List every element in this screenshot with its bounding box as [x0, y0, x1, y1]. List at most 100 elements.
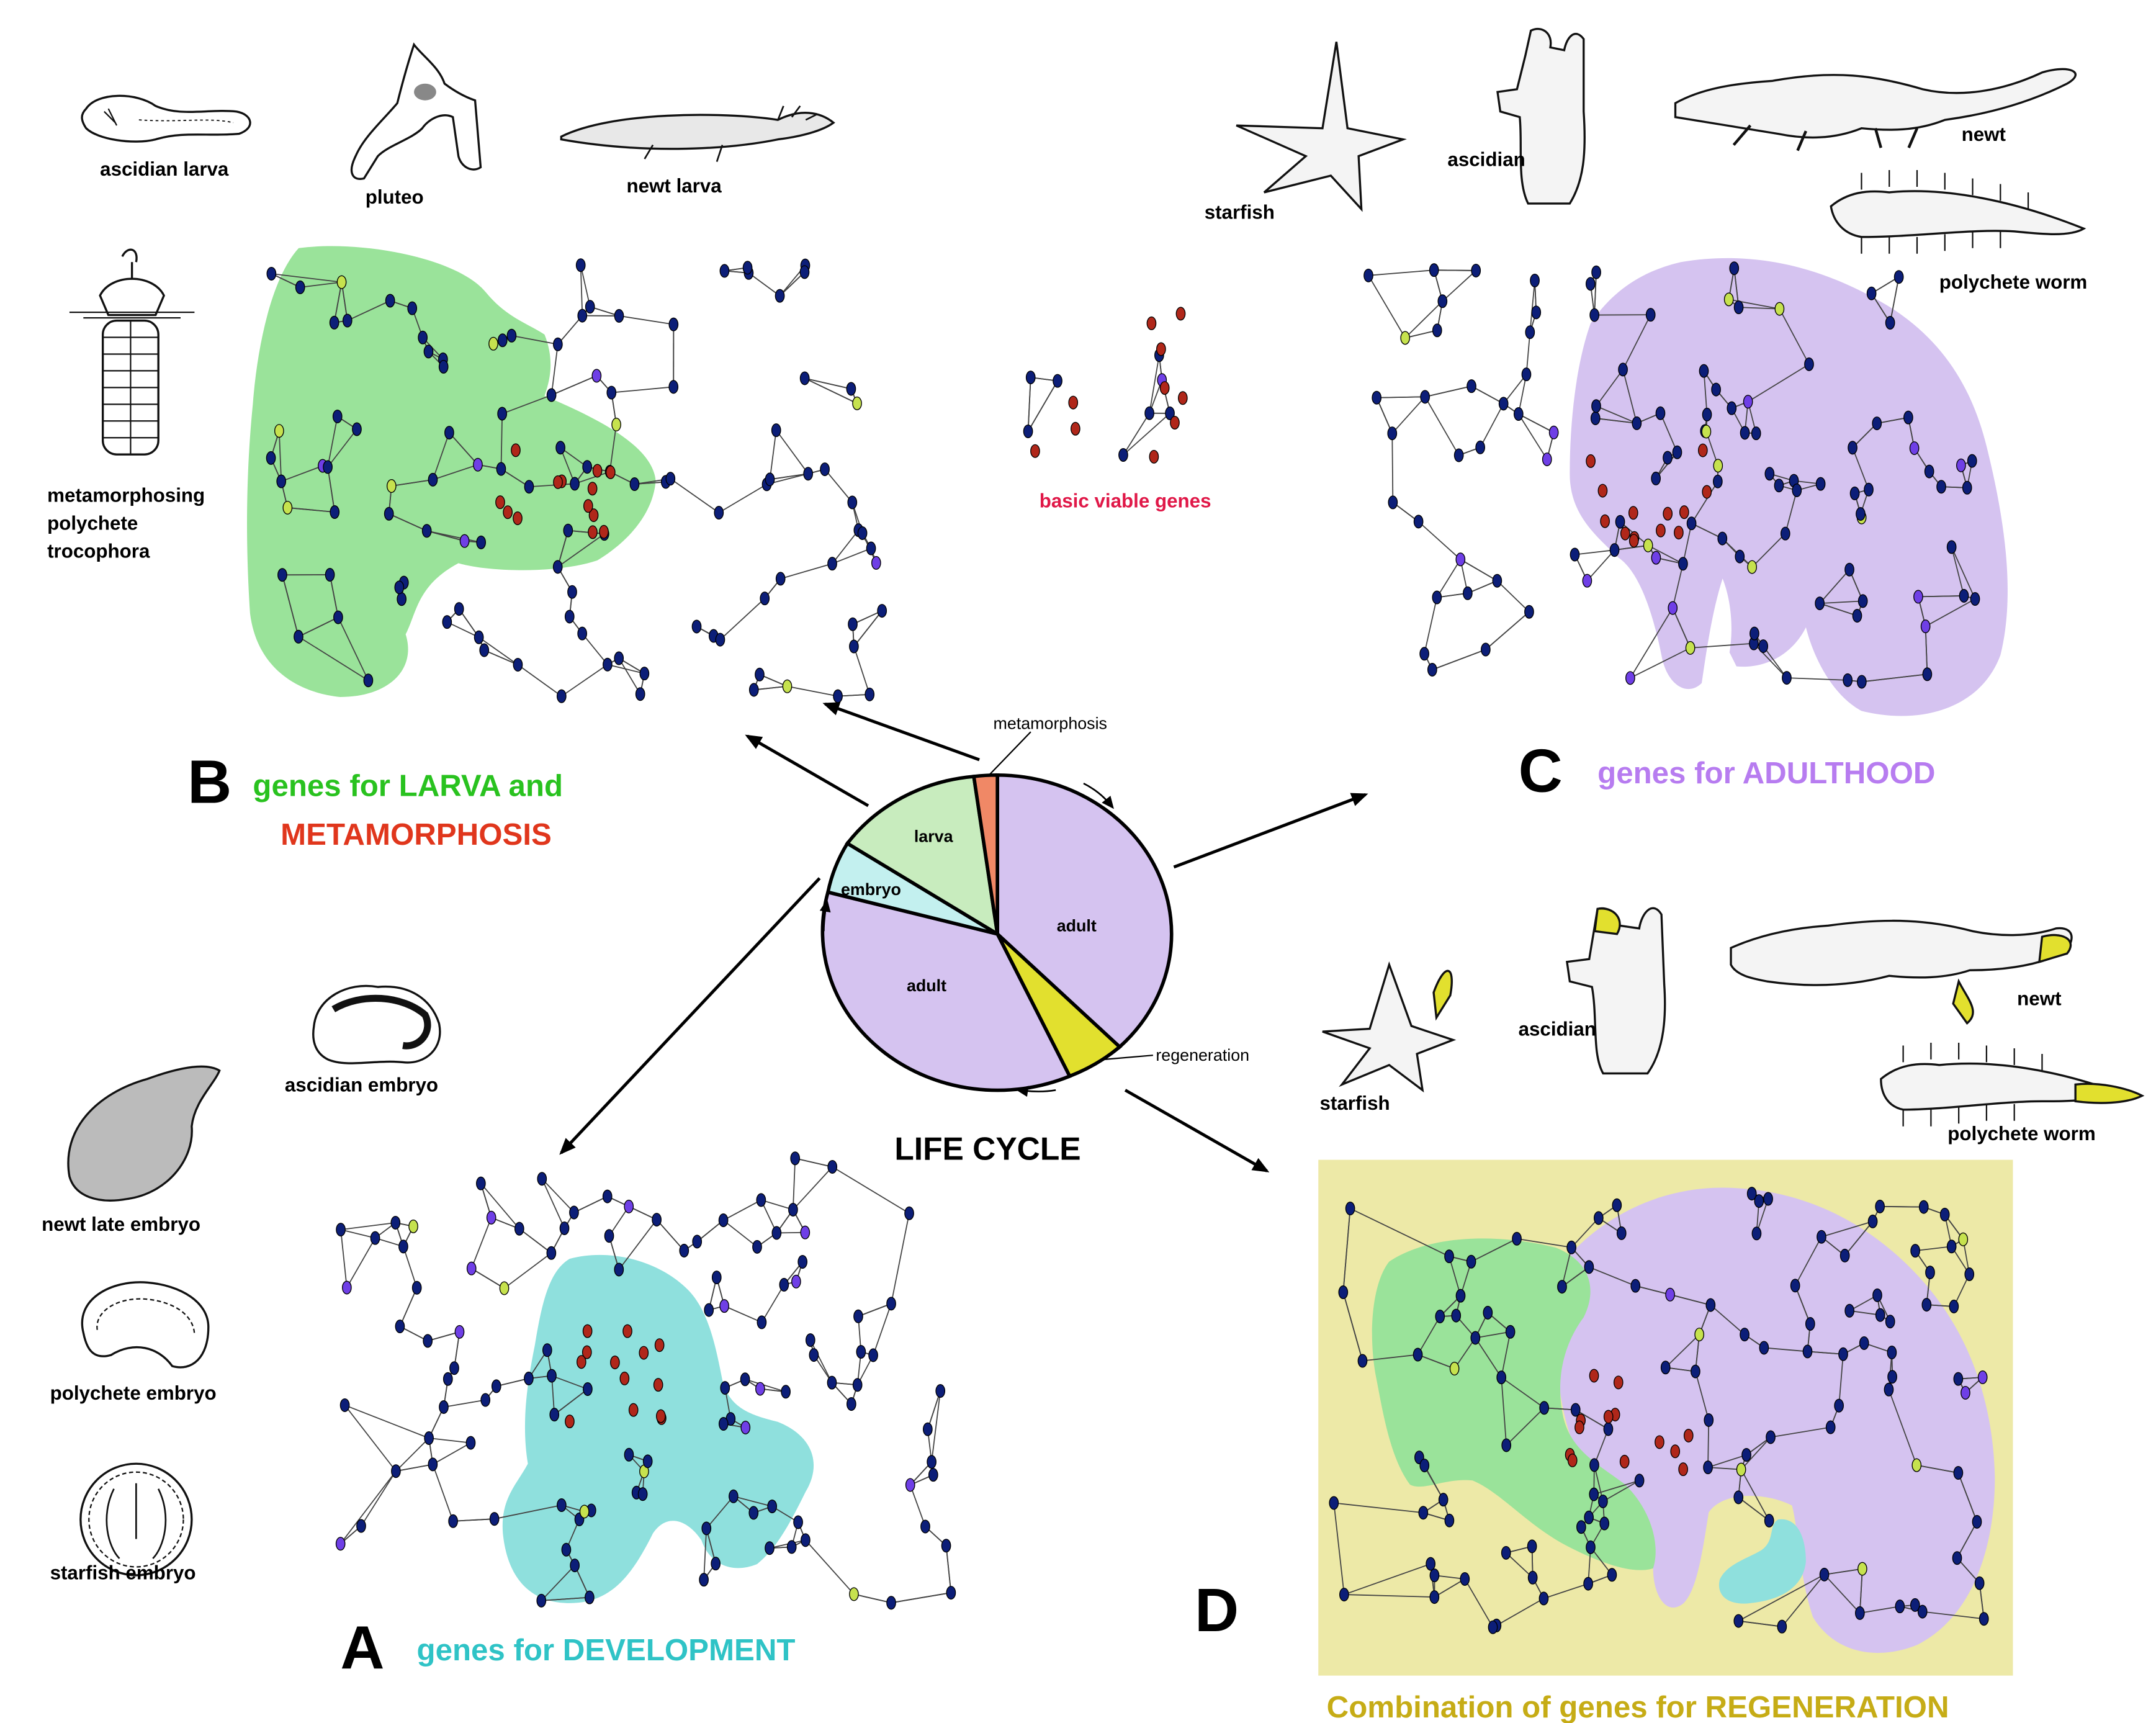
gene-link — [590, 306, 619, 317]
label-ascidian-regen: ascidian — [1519, 1019, 1596, 1040]
gene-node — [1645, 308, 1656, 322]
gene-node — [1903, 410, 1913, 425]
adult-gene-region — [1570, 258, 2008, 716]
gene-node — [611, 418, 621, 432]
gene-node — [1470, 1331, 1481, 1345]
gene-link — [723, 1199, 761, 1221]
life-cycle-arrows — [559, 702, 1368, 1172]
core-gene-node — [1071, 421, 1080, 436]
gene-node — [1887, 1346, 1897, 1360]
gene-node — [1909, 441, 1920, 456]
gene-link — [1672, 564, 1684, 608]
gene-node — [775, 572, 786, 586]
adult-organisms — [1236, 27, 2086, 254]
gene-node — [506, 328, 517, 343]
gene-node — [757, 1315, 767, 1329]
gene-node — [1437, 294, 1448, 308]
gene-link — [557, 315, 583, 345]
gene-link — [779, 271, 806, 297]
gene-node — [385, 294, 395, 308]
gene-node — [557, 1498, 567, 1513]
gene-node — [827, 557, 837, 571]
gene-link — [1344, 1594, 1435, 1598]
gene-node — [1977, 1370, 1988, 1385]
gene-network-regeneration — [1329, 1187, 1989, 1634]
core-gene-node — [1574, 1420, 1584, 1434]
gene-link — [1485, 611, 1530, 650]
gene-node — [466, 1261, 477, 1275]
gene-node — [1435, 1310, 1445, 1324]
gene-node — [1910, 1244, 1920, 1258]
gene-node — [1413, 515, 1424, 529]
pie-labels: adult adult embryo larva metamorphosis r… — [841, 714, 1249, 1065]
gene-node — [1467, 379, 1476, 394]
gene-node — [1338, 1285, 1349, 1300]
gene-node — [714, 506, 724, 520]
gene-link — [1707, 1419, 1710, 1468]
gene-node — [1616, 1226, 1627, 1240]
gene-node — [604, 1229, 614, 1243]
adult-organism-labels: starfish ascidian newt polychete worm — [1205, 124, 2088, 293]
gene-node — [496, 462, 506, 476]
regenerating-organisms — [1322, 907, 2145, 1127]
gene-node — [411, 1280, 422, 1295]
gene-link — [1434, 1578, 1465, 1598]
core-gene-node — [1170, 416, 1180, 430]
gene-node — [1857, 594, 1868, 608]
gene-link — [1665, 1367, 1696, 1372]
core-gene-node — [1619, 1454, 1630, 1469]
gene-link — [574, 471, 610, 485]
panel-d-caption: Combination of genes for REGENERATION — [1327, 1690, 1949, 1723]
core-gene-node — [587, 482, 598, 496]
gene-link — [1475, 1331, 1511, 1339]
gene-node — [1852, 609, 1862, 623]
core-gene-node — [1146, 316, 1157, 330]
core-gene-node — [588, 508, 599, 523]
gene-node — [809, 1348, 819, 1362]
gene-node — [1848, 441, 1857, 455]
core-gene-node — [655, 1409, 666, 1423]
gene-node — [1345, 1202, 1355, 1216]
gene-node — [524, 480, 534, 494]
gene-node — [577, 308, 588, 323]
gene-link — [1453, 1337, 1476, 1369]
gene-link — [347, 300, 391, 322]
gene-node — [1492, 574, 1502, 588]
gene-node — [853, 1309, 863, 1323]
gene-link — [793, 1166, 833, 1210]
gene-node — [465, 1436, 476, 1450]
gene-link — [443, 1399, 486, 1408]
gene-node — [1655, 406, 1666, 420]
gene-node — [639, 667, 650, 681]
gene-node — [1884, 1382, 1894, 1397]
gene-link — [1740, 1469, 1770, 1521]
core-gene-node — [1030, 444, 1040, 458]
gene-node — [719, 264, 730, 278]
gene-node — [476, 1176, 486, 1190]
panel-b-regions — [247, 246, 656, 697]
label-pluteo: pluteo — [366, 186, 424, 208]
core-gene-node — [1683, 1428, 1694, 1442]
gene-node — [720, 1381, 730, 1395]
gene-node — [1740, 1328, 1750, 1342]
gene-node — [606, 385, 617, 400]
gene-link — [1951, 547, 1965, 596]
gene-node — [1455, 552, 1466, 567]
core-gene-node — [588, 525, 598, 539]
gene-link — [1391, 433, 1394, 503]
gene-node — [1964, 1267, 1975, 1282]
pie-arrow-left — [819, 899, 831, 932]
gene-node — [473, 457, 483, 472]
gene-node — [1733, 1490, 1744, 1505]
gene-node — [1144, 406, 1154, 420]
gene-link — [1779, 308, 1810, 365]
gene-node — [904, 1206, 914, 1220]
gene-node — [391, 1464, 401, 1478]
core-gene-node — [1589, 1369, 1599, 1383]
gene-node — [395, 1320, 405, 1334]
gene-node — [276, 474, 287, 488]
gene-node — [428, 1457, 438, 1472]
larval-organisms — [69, 42, 835, 456]
gene-node — [1857, 675, 1867, 689]
core-gene-node — [622, 1324, 632, 1338]
